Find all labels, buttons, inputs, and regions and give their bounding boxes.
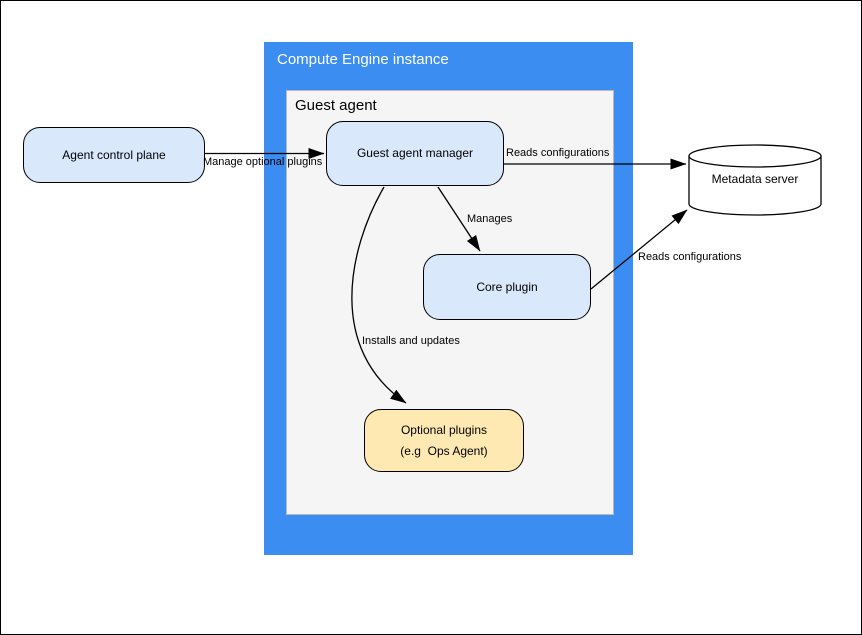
- agent-control-plane-label: Agent control plane: [62, 147, 166, 162]
- guest-agent-manager-label: Guest agent manager: [356, 146, 474, 160]
- metadata-server-cylinder-top: [688, 144, 822, 168]
- guest-agent-title: Guest agent: [295, 97, 377, 114]
- optional-plugins-label-line1: Optional plugins: [400, 422, 488, 437]
- edge-label-core-reads-configurations: Reads configurations: [638, 251, 742, 263]
- node-agent-control-plane: Agent control plane: [23, 127, 205, 183]
- edge-label-manager-reads-configurations: Reads configurations: [506, 147, 610, 159]
- optional-plugins-label-line2: (e.g Ops Agent): [400, 443, 488, 458]
- metadata-server-label: Metadata server: [711, 172, 799, 186]
- edge-label-installs-and-updates: Installs and updates: [362, 335, 460, 347]
- node-optional-plugins: Optional plugins (e.g Ops Agent): [364, 409, 524, 472]
- node-core-plugin: Core plugin: [423, 254, 591, 320]
- node-guest-agent-manager: Guest agent manager: [326, 121, 504, 186]
- edge-label-manages: Manages: [467, 213, 513, 225]
- edge-label-manage-optional-plugins: Manage optional plugins: [203, 156, 323, 168]
- compute-engine-instance-title: Compute Engine instance: [277, 51, 449, 68]
- core-plugin-label: Core plugin: [476, 279, 538, 294]
